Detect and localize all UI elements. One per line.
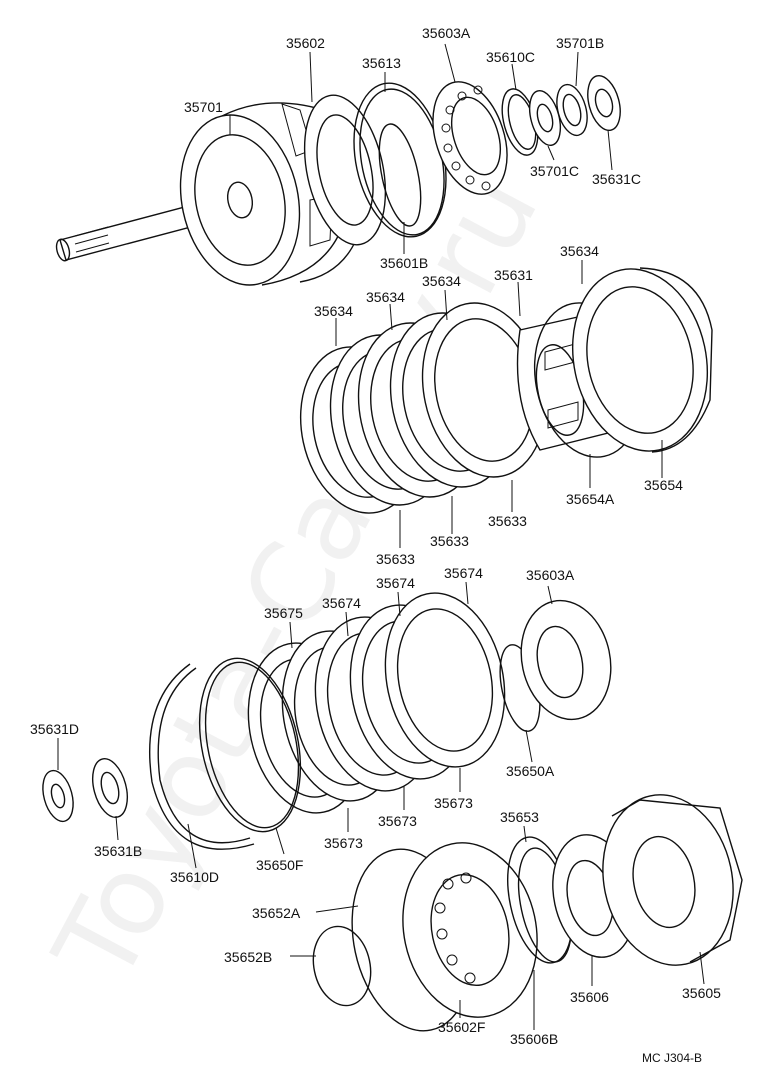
leader-lines xyxy=(57,43,705,1030)
label-35701: 35701 xyxy=(184,99,223,115)
label-35605: 35605 xyxy=(682,985,721,1001)
label-35631B: 35631B xyxy=(94,843,142,859)
part-35701B-thrust-bearing[interactable] xyxy=(552,81,593,138)
label-35701C: 35701C xyxy=(530,163,579,179)
label-35650A: 35650A xyxy=(506,763,555,779)
label-35701B: 35701B xyxy=(556,35,604,51)
part-35602F-piston[interactable] xyxy=(387,830,553,1030)
label-35674-a: 35674 xyxy=(376,575,415,591)
label-35675: 35675 xyxy=(264,605,303,621)
label-35602: 35602 xyxy=(286,35,325,51)
part-35601B-oring[interactable] xyxy=(372,120,429,229)
label-35650F: 35650F xyxy=(256,857,303,873)
part-labels: 35701 35602 35613 35603A 35610C 35701B 3… xyxy=(30,25,721,1065)
label-35602F: 35602F xyxy=(438,1019,485,1035)
label-35652A: 35652A xyxy=(252,905,301,921)
label-35654A: 35654A xyxy=(566,491,615,507)
label-35653: 35653 xyxy=(500,809,539,825)
label-35674-c: 35674 xyxy=(322,595,361,611)
label-35634-d: 35634 xyxy=(560,243,599,259)
label-35610C: 35610C xyxy=(486,49,535,65)
label-35631C: 35631C xyxy=(592,171,641,187)
label-35610D: 35610D xyxy=(170,869,219,885)
label-35673-a: 35673 xyxy=(434,795,473,811)
label-35606: 35606 xyxy=(570,989,609,1005)
label-35634-c: 35634 xyxy=(422,273,461,289)
part-35650F-ring[interactable] xyxy=(185,649,315,841)
part-35654-drum[interactable] xyxy=(556,256,723,463)
label-35603A-mid: 35603A xyxy=(526,567,575,583)
part-35652B-oring[interactable] xyxy=(306,921,377,1011)
clutch-pack-lower[interactable] xyxy=(233,582,520,824)
part-35602-piston[interactable] xyxy=(292,88,398,252)
part-35603A-bearing-mid[interactable] xyxy=(510,592,621,728)
label-35652B: 35652B xyxy=(224,949,272,965)
label-35601B: 35601B xyxy=(380,255,428,271)
part-35610D-snap-ring[interactable] xyxy=(149,663,255,850)
part-35603A-bearing-top[interactable] xyxy=(420,72,521,203)
label-35634-b: 35634 xyxy=(366,289,405,305)
part-35605-drum[interactable] xyxy=(588,783,749,978)
part-35631D-washer[interactable] xyxy=(38,767,79,824)
label-35613: 35613 xyxy=(362,55,401,71)
label-35633-b: 35633 xyxy=(430,533,469,549)
label-35603A-top: 35603A xyxy=(422,25,471,41)
label-35631: 35631 xyxy=(494,267,533,283)
label-35634-a: 35634 xyxy=(314,303,353,319)
clutch-pack-upper[interactable] xyxy=(286,291,561,524)
label-35673-b: 35673 xyxy=(378,813,417,829)
footer-code: MC J304-B xyxy=(642,1051,702,1065)
forward-clutch-drum-shaft[interactable] xyxy=(54,102,360,296)
label-35633-a: 35633 xyxy=(488,513,527,529)
label-35631D: 35631D xyxy=(30,721,79,737)
label-35674-b: 35674 xyxy=(444,565,483,581)
label-35654: 35654 xyxy=(644,477,683,493)
part-35631C-washer[interactable] xyxy=(582,72,625,134)
label-35606B: 35606B xyxy=(510,1031,558,1047)
part-35631B-thrust-bearing[interactable] xyxy=(87,755,133,821)
label-35633-c: 35633 xyxy=(376,551,415,567)
label-35673-c: 35673 xyxy=(324,835,363,851)
